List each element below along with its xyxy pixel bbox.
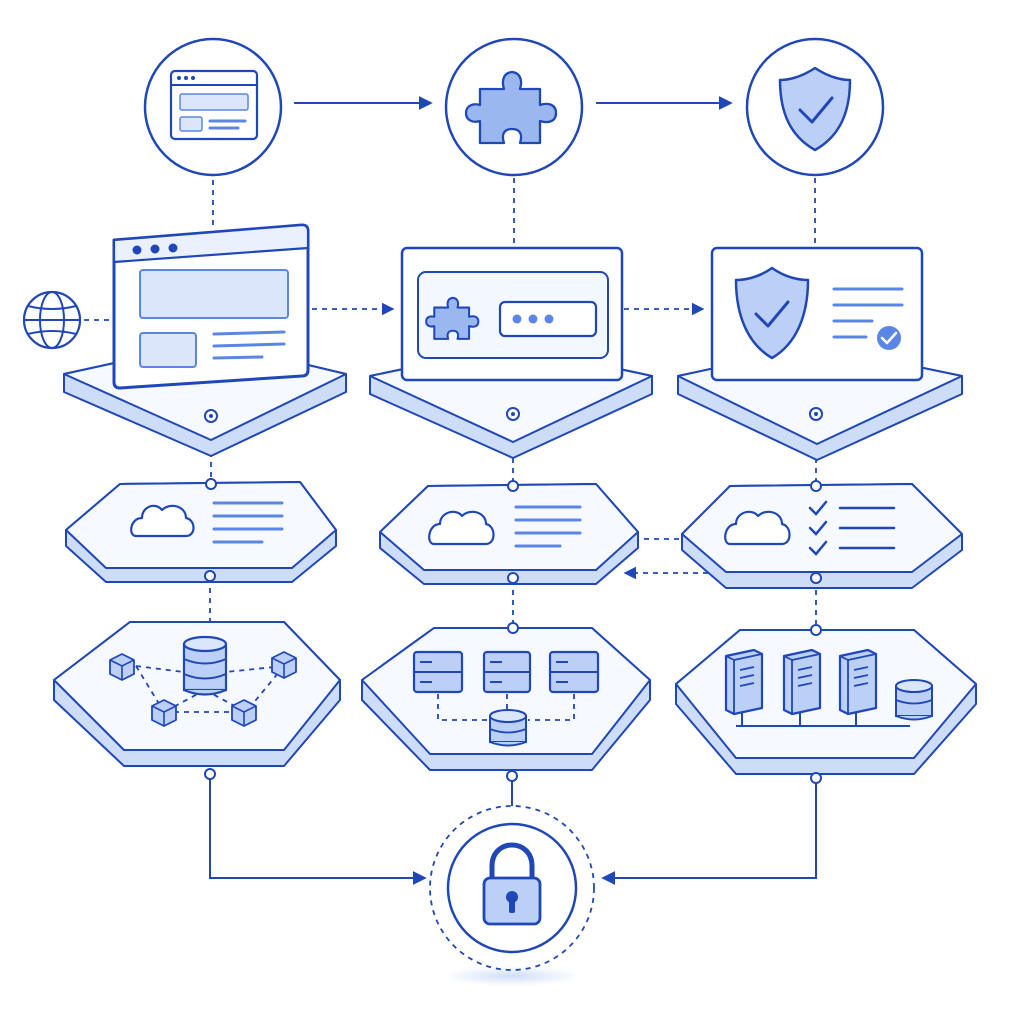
line-col3-hub (601, 778, 817, 885)
cloud-icon (724, 510, 791, 546)
cloud-icon (130, 504, 195, 538)
server-icon (412, 650, 464, 694)
server-tower-icon (724, 648, 764, 716)
database-icon (895, 679, 933, 721)
cube-icon (231, 699, 257, 727)
cloud-icon (428, 510, 495, 546)
verified-badge-icon (875, 324, 903, 352)
text-lines (212, 501, 284, 544)
top-circle-plugin (444, 37, 584, 177)
server-tower-icon (782, 648, 822, 716)
shield-verified-card-icon (710, 246, 924, 382)
line-col1-hub (209, 778, 427, 885)
plugin-puzzle-icon (425, 296, 480, 340)
data-platform-2 (361, 622, 651, 782)
plugin-password-card-icon (400, 246, 624, 382)
puzzle-piece-icon (464, 70, 558, 145)
connectors (84, 96, 817, 885)
server-towers (724, 648, 933, 727)
shield-check-icon (778, 66, 852, 152)
browser-window-icon (169, 69, 259, 141)
server-icon (548, 650, 600, 694)
web-app-window-icon (112, 223, 310, 390)
cube-icon (109, 653, 135, 681)
checklist (808, 500, 896, 556)
globe-icon (22, 290, 82, 350)
database-icon (489, 709, 527, 747)
server-tower-icon (838, 648, 878, 716)
cube-icon (271, 651, 297, 679)
top-circle-shield (745, 37, 885, 177)
server-icon (482, 650, 532, 694)
text-lines (514, 505, 582, 548)
top-circle-browser (143, 37, 283, 177)
cloud-platform-2 (379, 480, 639, 585)
padlock-icon (482, 842, 542, 926)
cube-icon (151, 699, 177, 727)
cloud-platform-3 (681, 480, 963, 589)
database-icon (182, 635, 228, 696)
cloud-platform-1 (65, 478, 337, 583)
database-cluster (109, 635, 297, 727)
data-platform-3 (675, 624, 977, 784)
security-hub (429, 805, 595, 986)
password-field-icon (498, 300, 598, 338)
data-platform-1 (53, 621, 341, 780)
server-racks-flat (412, 650, 600, 747)
